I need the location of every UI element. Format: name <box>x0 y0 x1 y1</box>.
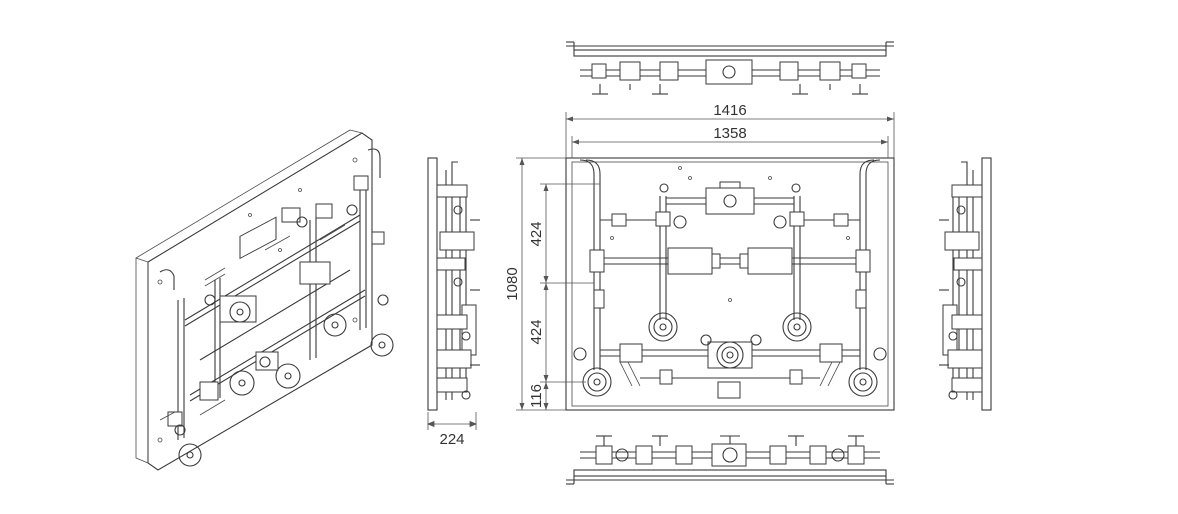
overall-width-dimension: 1416 <box>713 102 746 119</box>
front-view <box>565 157 895 411</box>
middle-section-dimension: 424 <box>528 319 545 344</box>
left-side-view: 224 <box>426 157 480 448</box>
overall-height-dimension: 1080 <box>504 267 521 300</box>
dimension-lines: 1416 1358 1080 424 424 116 <box>504 102 895 411</box>
top-view <box>566 41 894 95</box>
isometric-view <box>135 129 394 471</box>
bottom-view <box>566 435 894 485</box>
right-side-view <box>939 157 992 411</box>
lower-section-dimension: 116 <box>528 384 545 408</box>
depth-dimension: 224 <box>439 431 464 448</box>
plate-width-dimension: 1358 <box>713 125 746 142</box>
upper-section-dimension: 424 <box>528 221 545 246</box>
